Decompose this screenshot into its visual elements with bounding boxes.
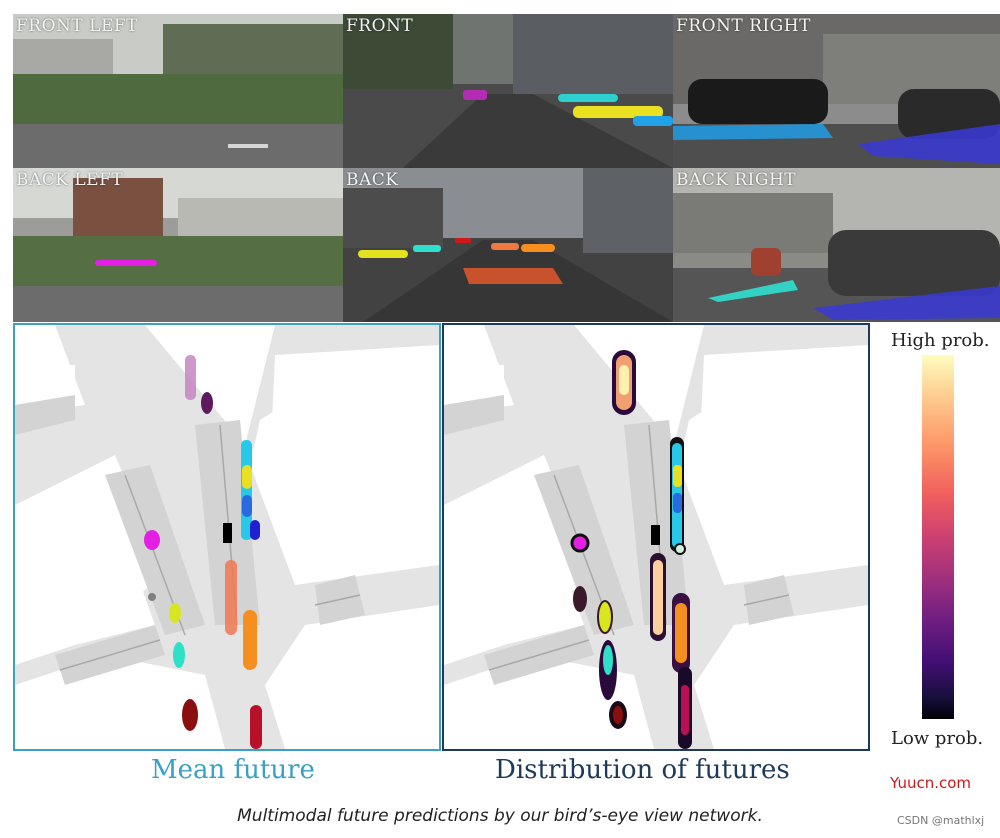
distribution-of-futures-caption: Distribution of futures xyxy=(495,755,790,785)
camera-back-left-image xyxy=(13,168,343,322)
distribution-of-futures-map xyxy=(444,325,868,749)
mean-future-caption: Mean future xyxy=(151,755,315,785)
colorbar-high-label: High prob. xyxy=(891,330,990,351)
probability-colorbar xyxy=(922,355,954,719)
camera-back-label: BACK xyxy=(346,170,399,190)
camera-front: FRONT xyxy=(343,14,673,168)
camera-front-label: FRONT xyxy=(346,16,414,36)
camera-back-left-label: BACK LEFT xyxy=(16,170,124,190)
distribution-of-futures-panel xyxy=(442,323,870,751)
camera-front-image xyxy=(343,14,673,168)
camera-front-right-label: FRONT RIGHT xyxy=(676,16,811,36)
camera-back-image xyxy=(343,168,673,322)
camera-back-right-label: BACK RIGHT xyxy=(676,170,797,190)
author-watermark: CSDN @mathlxj xyxy=(897,814,985,827)
figure-caption: Multimodal future predictions by our bir… xyxy=(237,806,763,826)
camera-back-right-image xyxy=(673,168,1000,322)
camera-back: BACK xyxy=(343,168,673,322)
camera-back-left: BACK LEFT xyxy=(13,168,343,322)
camera-back-right: BACK RIGHT xyxy=(673,168,1000,322)
camera-front-left: FRONT LEFT xyxy=(13,14,343,168)
camera-front-left-label: FRONT LEFT xyxy=(16,16,138,36)
site-watermark: Yuucn.com xyxy=(890,774,972,792)
camera-front-right-image xyxy=(673,14,1000,168)
mean-future-panel xyxy=(13,323,441,751)
mean-future-map xyxy=(15,325,439,749)
camera-front-right: FRONT RIGHT xyxy=(673,14,1000,168)
colorbar-low-label: Low prob. xyxy=(891,728,984,749)
camera-front-left-image xyxy=(13,14,343,168)
